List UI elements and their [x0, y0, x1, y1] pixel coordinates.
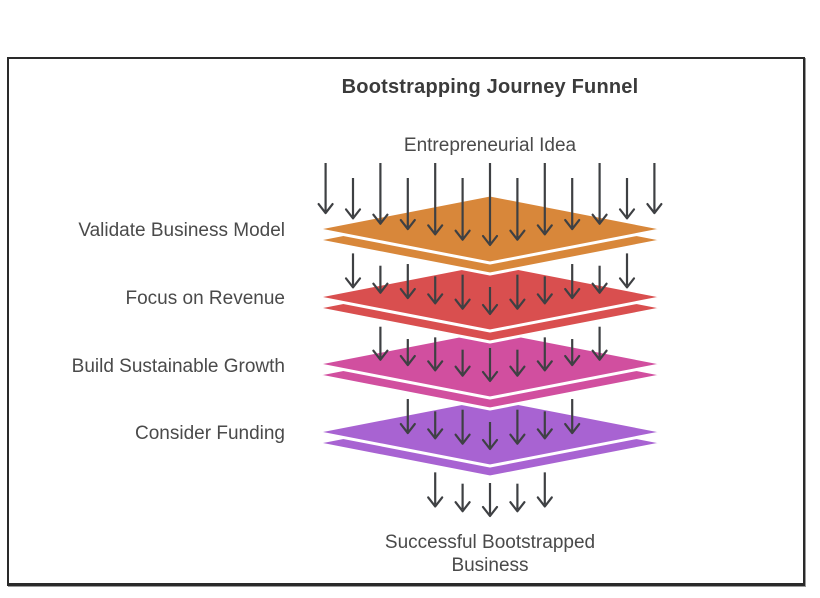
down-arrowhead-icon — [591, 282, 608, 294]
diagram-title: Bootstrapping Journey Funnel — [341, 76, 639, 98]
down-arrowhead-icon — [646, 202, 663, 215]
down-arrowhead-icon — [427, 224, 444, 236]
stage-label-focus-on-revenue: Focus on Revenue — [125, 288, 286, 309]
down-arrowhead-icon — [344, 208, 362, 220]
down-arrowhead-icon — [399, 218, 416, 231]
down-arrowhead-icon — [481, 234, 499, 247]
down-arrowhead-icon — [454, 501, 471, 513]
down-arrowhead-icon — [454, 365, 471, 377]
down-arrowhead-icon — [399, 422, 416, 435]
down-arrowhead-icon — [454, 229, 471, 241]
down-arrowhead-icon — [372, 282, 389, 294]
down-arrowhead-icon — [564, 287, 581, 300]
down-arrowhead-icon — [427, 428, 444, 440]
down-arrowhead-icon — [509, 229, 526, 241]
down-arrowhead-icon — [481, 505, 499, 518]
down-arrowhead-icon — [372, 349, 389, 361]
down-arrowhead-icon — [536, 293, 553, 305]
down-arrowhead-icon — [591, 349, 608, 361]
stage-label-validate-business-model: Validate Business Model — [78, 220, 285, 241]
down-arrowhead-icon — [509, 365, 526, 377]
down-arrowhead-icon — [618, 277, 636, 289]
down-arrowhead-icon — [564, 422, 581, 435]
down-arrowhead-icon — [481, 303, 499, 316]
down-arrowhead-icon — [454, 433, 471, 445]
down-arrowhead-icon — [509, 433, 526, 445]
down-arrowhead-icon — [509, 298, 526, 310]
down-arrowhead-icon — [564, 354, 581, 367]
down-arrowhead-icon — [372, 213, 389, 225]
down-arrowhead-icon — [591, 213, 608, 225]
down-arrowhead-icon — [427, 293, 444, 305]
entrepreneurial-idea-label: Entrepreneurial Idea — [403, 135, 577, 156]
arrow-band-2 — [372, 326, 608, 383]
down-arrowhead-icon — [481, 370, 499, 383]
arrow-band-3 — [399, 399, 581, 451]
down-arrowhead-icon — [536, 224, 553, 236]
down-arrowhead-icon — [618, 208, 636, 220]
down-arrowhead-icon — [536, 428, 553, 440]
successful-bootstrapped-business-label: Successful Bootstrapped Business — [384, 532, 596, 576]
down-arrowhead-icon — [399, 354, 416, 367]
stage-label-build-sustainable-growth: Build Sustainable Growth — [71, 356, 285, 377]
down-arrowhead-icon — [344, 277, 362, 289]
down-arrowhead-icon — [427, 496, 444, 508]
down-arrowhead-icon — [481, 438, 499, 451]
arrow-band-0 — [317, 163, 663, 247]
down-arrowhead-icon — [536, 496, 553, 508]
arrow-band-4 — [427, 472, 553, 518]
down-arrowhead-icon — [427, 360, 444, 372]
stage-label-consider-funding: Consider Funding — [135, 423, 285, 444]
arrow-band-1 — [344, 253, 636, 316]
down-arrowhead-icon — [454, 298, 471, 310]
down-arrowhead-icon — [399, 287, 416, 300]
down-arrowhead-icon — [564, 218, 581, 231]
down-arrowhead-icon — [536, 360, 553, 372]
down-arrowhead-icon — [509, 501, 526, 513]
down-arrowhead-icon — [317, 202, 334, 215]
